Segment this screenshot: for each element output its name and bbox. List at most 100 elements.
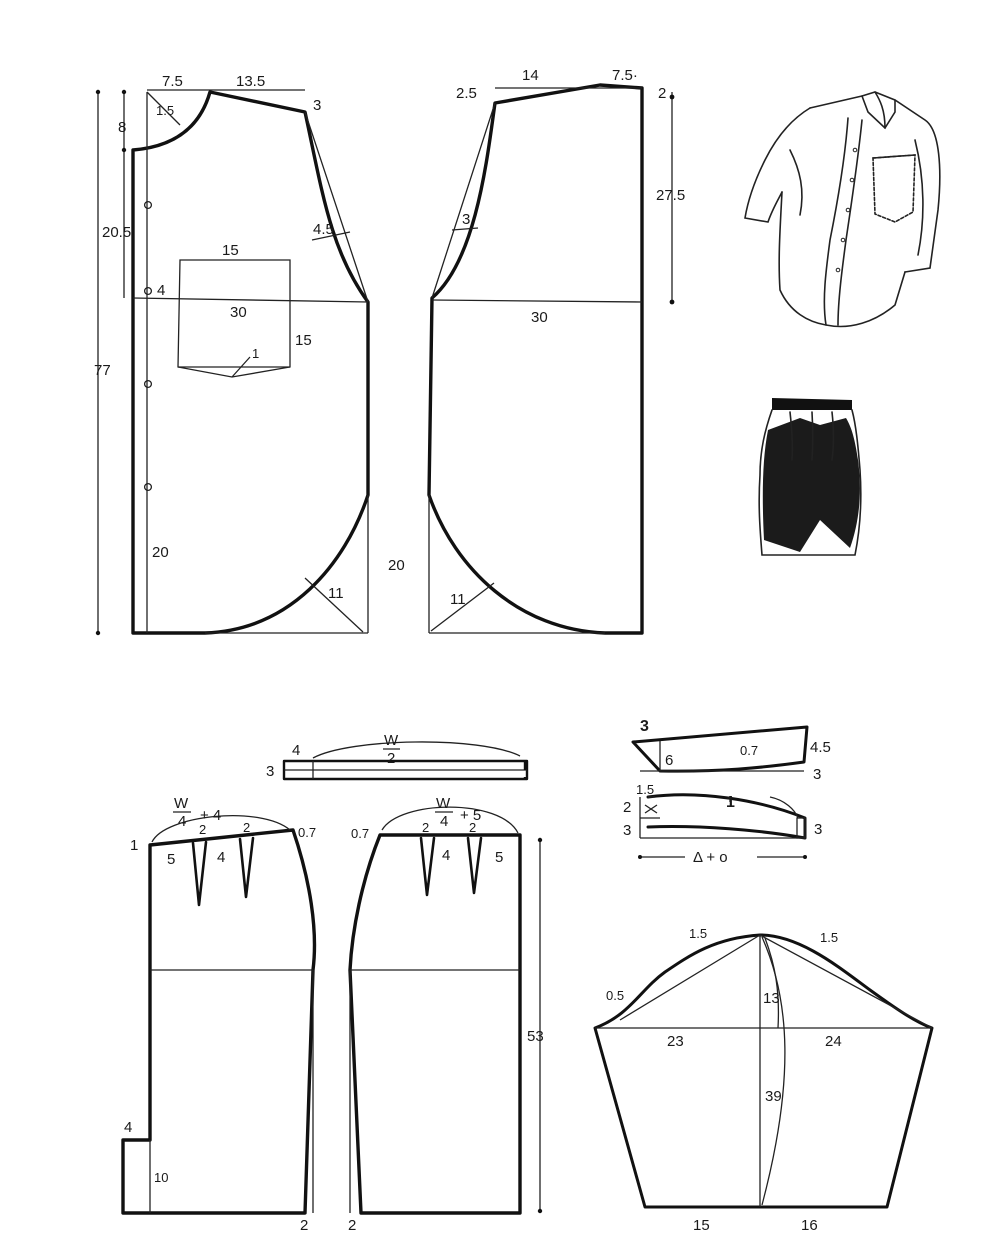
label-skirt-back-waist-den: 4 <box>440 813 448 830</box>
label-waistband-width: 4 <box>292 742 300 759</box>
label-collar-top-height: 6 <box>665 752 673 769</box>
label-sleeve-cap-right-curve: 1.5 <box>820 930 838 945</box>
label-skirt-back-hem-step: 2 <box>348 1217 356 1234</box>
front-hem-diag <box>304 577 364 633</box>
label-sleeve-cuff-right: 16 <box>801 1217 818 1234</box>
label-front-chest-width: 30 <box>230 304 247 321</box>
label-skirt-front-dart-2: 2 <box>243 820 250 835</box>
front-bodice-pattern: 7.5 13.5 3 8 1.5 20.5 4.5 15 15 1 4 30 7… <box>94 73 370 636</box>
label-back-hem-curve-diag: 11 <box>450 591 466 608</box>
label-front-neck-depth: 8 <box>118 119 126 136</box>
dim-tick <box>803 855 807 859</box>
shirt-button <box>852 147 858 153</box>
label-front-shoulder-drop: 3 <box>313 97 321 114</box>
label-skirt-back-gap-side: 5 <box>495 849 503 866</box>
front-chest-line <box>132 297 369 303</box>
label-front-hem-curve-diag: 11 <box>328 585 344 602</box>
dim-tick <box>537 837 543 843</box>
waistband-span-arc <box>312 741 521 759</box>
sleeve-cap-right-guide <box>759 934 933 1029</box>
label-sleeve-left-width: 23 <box>667 1033 684 1050</box>
front-button <box>143 200 153 210</box>
dim-tick <box>638 855 642 859</box>
label-collar-band-left-bottom: 3 <box>623 822 631 839</box>
label-skirt-back-waist-num: W <box>436 795 451 812</box>
label-back-chest-width: 30 <box>531 309 548 326</box>
label-front-neck-width: 7.5 <box>162 73 183 90</box>
label-skirt-front-gap-mid: 4 <box>217 849 225 866</box>
label-collar-band-mark: 1 <box>726 794 735 811</box>
shirt-button <box>849 177 855 183</box>
label-skirt-front-side-rise: 1 <box>130 837 138 854</box>
label-skirt-back-length: 53 <box>527 1028 544 1045</box>
dim-tick <box>95 89 101 95</box>
skirt-front-dart-2 <box>238 836 255 899</box>
label-collar-band-left-top: 2 <box>623 799 631 816</box>
sleeve-pattern: 1.5 1.5 0.5 13 23 24 39 15 16 <box>593 926 934 1234</box>
label-collar-band-right: 3 <box>814 821 822 838</box>
collar-pattern: 3 6 0.7 4.5 3 1.5 2 3 1 3 Δ + ο <box>623 718 831 866</box>
label-sleeve-cap-left-curve: 1.5 <box>689 926 707 941</box>
back-bodice-outline <box>427 83 644 635</box>
label-skirt-front-side-flare: 0.7 <box>298 825 316 840</box>
back-armhole-gauge <box>451 227 479 231</box>
skirt-waistband-fill <box>772 398 852 410</box>
front-armhole-guide <box>304 111 369 303</box>
label-back-neck-width: 7.5· <box>612 67 638 84</box>
back-hem-diag <box>430 582 495 632</box>
skirt-back-waist-arc <box>381 806 519 834</box>
skirt-front-outline <box>121 828 317 1215</box>
label-skirt-front-waist-add: + 4 <box>200 807 221 824</box>
front-bodice-outline <box>131 90 370 635</box>
front-button <box>143 286 153 296</box>
label-sleeve-length: 39 <box>765 1088 782 1105</box>
skirt-front-waist-arc <box>151 815 291 843</box>
label-skirt-front-hem-step: 2 <box>300 1217 308 1234</box>
label-front-pocket-depth: 15 <box>295 332 312 349</box>
dim-tick <box>121 147 127 153</box>
sleeve-elbow-guide <box>761 936 786 1206</box>
front-neck-diag <box>146 91 181 126</box>
collar-band-arc <box>769 796 799 819</box>
label-skirt-front-gap-side: 5 <box>167 851 175 868</box>
shirt-button <box>845 207 851 213</box>
shirt-button <box>840 237 846 243</box>
front-armhole-gauge <box>311 231 351 241</box>
dim-tick <box>537 1208 543 1214</box>
label-sleeve-cuff-left: 15 <box>693 1217 710 1234</box>
back-armhole-guide <box>431 102 496 299</box>
label-back-shoulder-drop-left: 2.5 <box>456 85 477 102</box>
collar-top-outline <box>631 725 809 773</box>
back-chest-line <box>431 299 643 303</box>
label-sleeve-cap-edge: 0.5 <box>606 988 624 1003</box>
label-waistband-length-num: W <box>384 732 399 749</box>
label-skirt-back-gap-mid: 4 <box>442 847 450 864</box>
label-skirt-back-waist-add: + 5 <box>460 807 481 824</box>
label-skirt-front-dart-1: 2 <box>199 822 206 837</box>
dim-tick <box>121 89 127 95</box>
label-skirt-front-waist-num: W <box>174 795 189 812</box>
label-skirt-back-dart-2: 2 <box>469 820 476 835</box>
back-bodice-pattern: 14 7.5· 2.5 2 27.5 3 30 20 11 <box>388 67 685 635</box>
label-collar-top-curve: 0.7 <box>740 743 758 758</box>
dim-tick <box>669 94 675 100</box>
label-collar-top-left: 3 <box>640 718 649 735</box>
label-front-total-length: 77 <box>94 362 111 379</box>
sleeve-outline <box>593 933 934 1209</box>
label-waistband-height: 3 <box>266 763 274 780</box>
shirt-illustration <box>744 91 941 328</box>
label-skirt-back-dart-1: 2 <box>422 820 429 835</box>
collar-band-tab <box>796 817 806 839</box>
skirt-back-dart-2 <box>466 836 483 895</box>
skirt-front-dart-1 <box>191 840 208 907</box>
label-front-pocket-point: 1 <box>252 346 259 361</box>
label-back-armhole-depth: 27.5 <box>656 187 685 204</box>
label-front-hem-curve-height: 20 <box>152 544 169 561</box>
skirt-back-pattern: 0.7 W 4 + 5 2 2 4 5 53 2 <box>348 795 544 1234</box>
shirt-button <box>835 267 841 273</box>
collar-length-label-bg <box>685 848 757 866</box>
dim-tick <box>669 299 675 305</box>
front-pocket-point-leader <box>231 356 251 378</box>
label-sleeve-right-width: 24 <box>825 1033 842 1050</box>
label-skirt-front-slit-height: 10 <box>154 1170 168 1185</box>
